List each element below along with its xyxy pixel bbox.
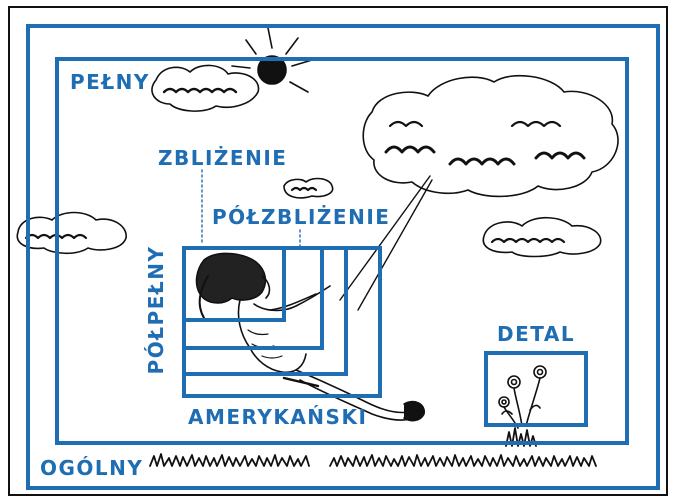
label-pelny: PEŁNY: [70, 72, 150, 92]
label-polpelny: PÓŁPEŁNY: [146, 210, 166, 410]
label-polzblizenie: PÓŁZBLIŻENIE: [212, 207, 390, 227]
label-detal: DETAL: [497, 324, 575, 344]
label-zblizenie: ZBLIŻENIE: [158, 148, 287, 168]
frame-zblizenie: [182, 246, 286, 322]
label-amerykanski: AMERYKAŃSKI: [188, 407, 367, 427]
frame-detal: [484, 351, 588, 427]
label-ogolny: OGÓLNY: [36, 458, 147, 478]
